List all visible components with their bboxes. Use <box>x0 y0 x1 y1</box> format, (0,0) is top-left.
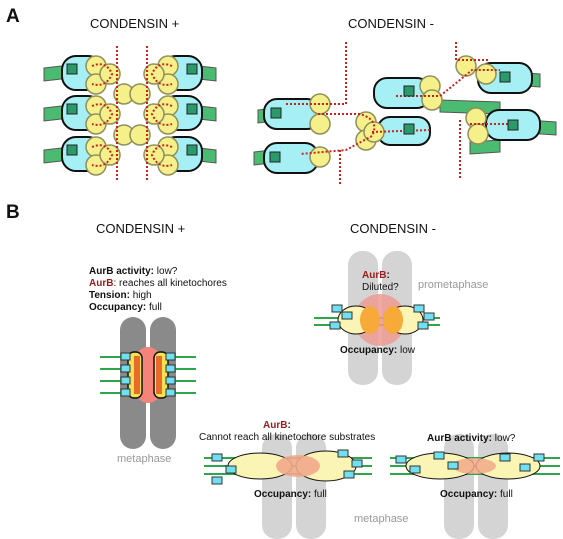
svg-text:AurB activity: low?: AurB activity: low? <box>427 433 516 444</box>
svg-text:Occupancy: low: Occupancy: low <box>340 345 416 356</box>
metaphase-minus-left: AurB: Cannot reach all kinetochore subst… <box>199 420 408 539</box>
metaphase-minus-label: metaphase <box>354 513 408 525</box>
panel-a-condensin-minus-title: CONDENSIN - <box>348 16 434 31</box>
panel-b-letter: B <box>6 202 20 223</box>
metaphase-plus-chromosome: metaphase <box>100 317 196 465</box>
metaphase-plus-label: metaphase <box>117 453 171 465</box>
svg-text:Diluted?: Diluted? <box>362 282 399 293</box>
svg-text:AurB: reaches all kinetochores: AurB: reaches all kinetochores <box>89 278 227 289</box>
panel-b-condensin-plus-title: CONDENSIN + <box>96 221 185 236</box>
prometaphase-label: prometaphase <box>418 279 488 291</box>
panel-a-condensin-plus-cluster <box>43 46 217 180</box>
panel-a-letter: A <box>6 6 20 27</box>
panel-a-condensin-minus-cluster <box>253 42 557 186</box>
svg-text:AurB activity: low?: AurB activity: low? <box>89 266 178 277</box>
metaphase-plus-annotation: AurB activity: low? AurB: reaches all ki… <box>89 266 227 313</box>
svg-text:Occupancy: full: Occupancy: full <box>440 489 513 500</box>
svg-text:AurB:: AurB: <box>362 270 390 281</box>
panel-a-condensin-plus-title: CONDENSIN + <box>90 16 179 31</box>
svg-text:Occupancy: full: Occupancy: full <box>89 302 162 313</box>
svg-text:Tension: high: Tension: high <box>89 290 152 301</box>
svg-text:AurB:: AurB: <box>263 420 291 431</box>
metaphase-minus-right: AurB activity: low? Occupancy: full <box>390 433 560 539</box>
prometaphase-chromosome: AurB: Diluted? prometaphase Occupancy: l… <box>314 251 488 385</box>
svg-text:Cannot reach all kinetochore s: Cannot reach all kinetochore substrates <box>199 432 375 443</box>
panel-b-condensin-minus-title: CONDENSIN - <box>350 221 436 236</box>
svg-text:Occupancy: full: Occupancy: full <box>254 489 327 500</box>
